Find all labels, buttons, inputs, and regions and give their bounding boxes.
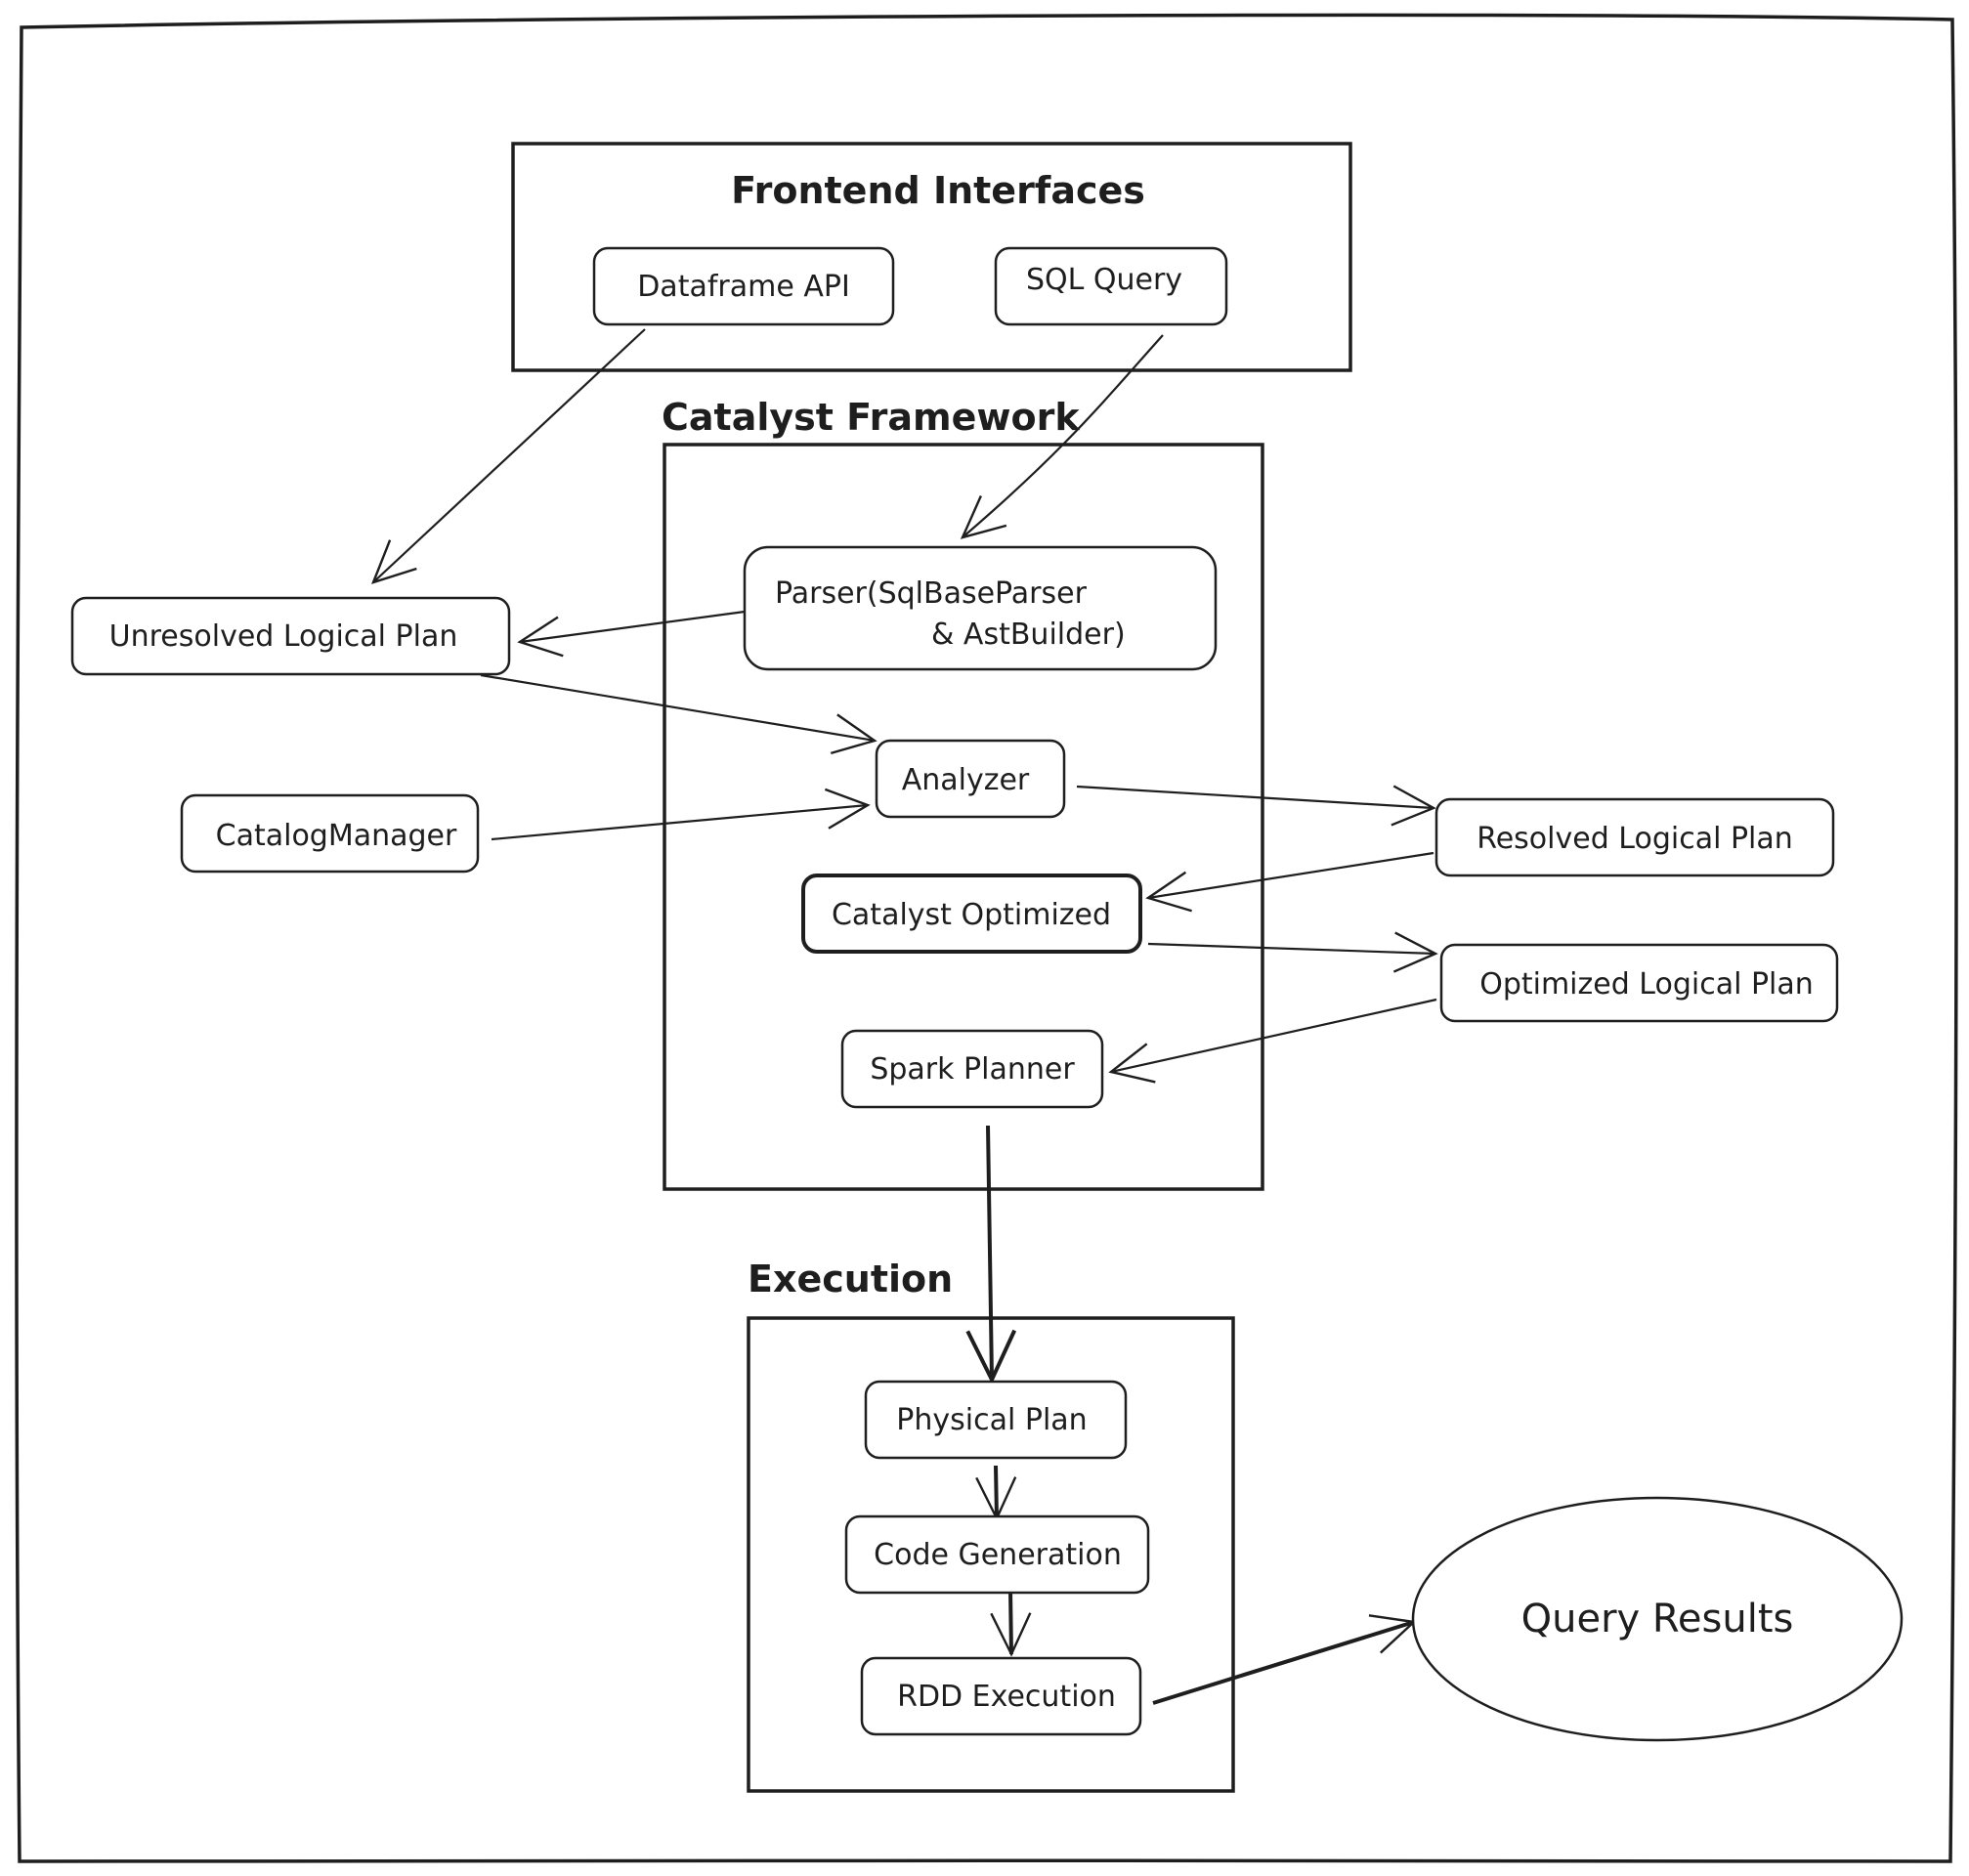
optimized-logical-plan-label: Optimized Logical Plan [1479,967,1814,1002]
resolved-logical-plan-node[interactable]: Resolved Logical Plan [1434,797,1835,877]
catalyst-framework-group: Catalyst Framework [662,396,1264,1191]
edge-parser-to-unresolved [517,610,746,658]
spark-planner-node[interactable]: Spark Planner [840,1029,1104,1109]
sql-query-label: SQL Query [1026,263,1182,297]
dataframe-api-label: Dataframe API [637,270,850,304]
code-generation-label: Code Generation [874,1538,1122,1572]
catalyst-optimized-label: Catalyst Optimized [832,898,1111,932]
frontend-interfaces-box [511,142,1352,372]
resolved-logical-plan-label: Resolved Logical Plan [1477,822,1793,856]
catalog-manager-node[interactable]: CatalogManager [180,793,480,874]
catalog-manager-label: CatalogManager [216,819,457,853]
edge-optimizer-to-optimized [1147,931,1438,973]
execution-group: Execution [747,1258,1235,1793]
catalyst-framework-box [663,443,1264,1191]
optimized-logical-plan-node[interactable]: Optimized Logical Plan [1439,943,1839,1023]
edge-analyzer-to-resolved [1076,785,1436,827]
edge-optimized-to-planner [1108,998,1437,1084]
edge-planner-to-physical [988,1125,992,1380]
code-generation-node[interactable]: Code Generation [844,1514,1150,1595]
edges [370,328,1438,1705]
frontend-interfaces-group: Frontend Interfaces [511,142,1352,372]
unresolved-logical-plan-label: Unresolved Logical Plan [109,619,458,654]
analyzer-node[interactable]: Analyzer [875,739,1066,819]
parser-label-line1: Parser(SqlBaseParser [775,576,1088,611]
parser-label-line2: & AstBuilder) [931,618,1126,652]
parser-node[interactable]: Parser(SqlBaseParser & AstBuilder) [743,545,1218,671]
dataframe-api-node[interactable]: Dataframe API [592,246,895,326]
catalyst-optimized-node[interactable]: Catalyst Optimized [801,874,1142,954]
edge-rdd-to-results [1152,1614,1417,1705]
frontend-interfaces-title: Frontend Interfaces [731,169,1145,212]
rdd-execution-node[interactable]: RDD Execution [860,1656,1142,1736]
physical-plan-label: Physical Plan [896,1403,1087,1437]
sql-query-node[interactable]: SQL Query [994,246,1228,326]
edge-sql-to-parser [960,334,1164,539]
outer-frame [15,13,1958,1863]
catalyst-framework-title: Catalyst Framework [662,396,1080,439]
edge-unresolved-to-analyzer [480,673,877,754]
edge-physical-to-codegen [975,1465,1017,1521]
physical-plan-node[interactable]: Physical Plan [864,1380,1128,1460]
edge-codegen-to-rdd [990,1590,1032,1657]
query-results-node[interactable]: Query Results [1411,1496,1904,1742]
rdd-execution-label: RDD Execution [897,1680,1116,1714]
edge-dataframe-to-unresolved [370,328,646,584]
edge-resolved-to-optimizer [1145,851,1434,913]
edge-catalog-to-analyzer [491,788,871,841]
query-results-label: Query Results [1521,1597,1794,1642]
unresolved-logical-plan-node[interactable]: Unresolved Logical Plan [70,596,511,676]
execution-title: Execution [748,1258,953,1300]
analyzer-label: Analyzer [902,763,1030,797]
spark-planner-label: Spark Planner [870,1052,1075,1087]
